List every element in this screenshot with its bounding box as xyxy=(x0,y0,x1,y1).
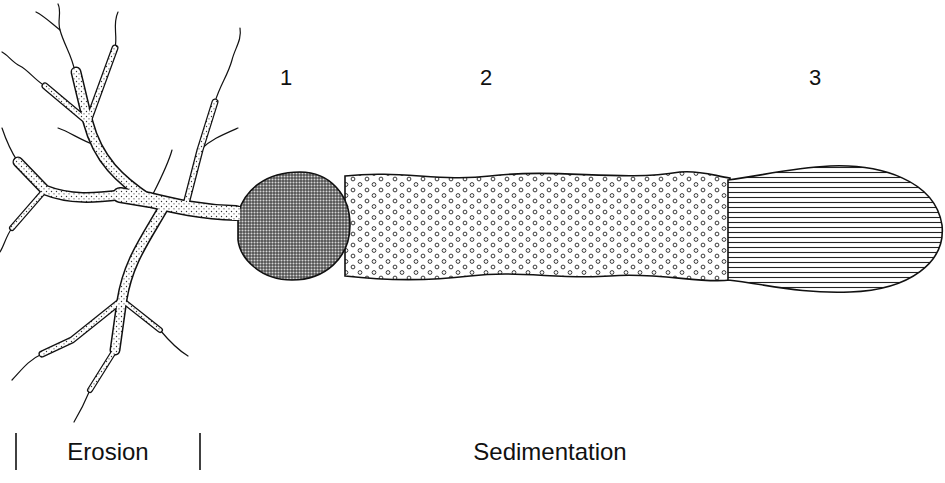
zone-1 xyxy=(238,172,350,280)
zone-2 xyxy=(345,172,730,281)
callout-number: 3 xyxy=(809,67,821,89)
callout-number: 1 xyxy=(280,67,292,89)
zone-3 xyxy=(728,166,942,292)
zone-caption: Erosion xyxy=(67,440,148,464)
bracket-ticks xyxy=(16,433,200,470)
callout-number: 2 xyxy=(480,67,492,89)
zone-caption: Sedimentation xyxy=(473,440,626,464)
